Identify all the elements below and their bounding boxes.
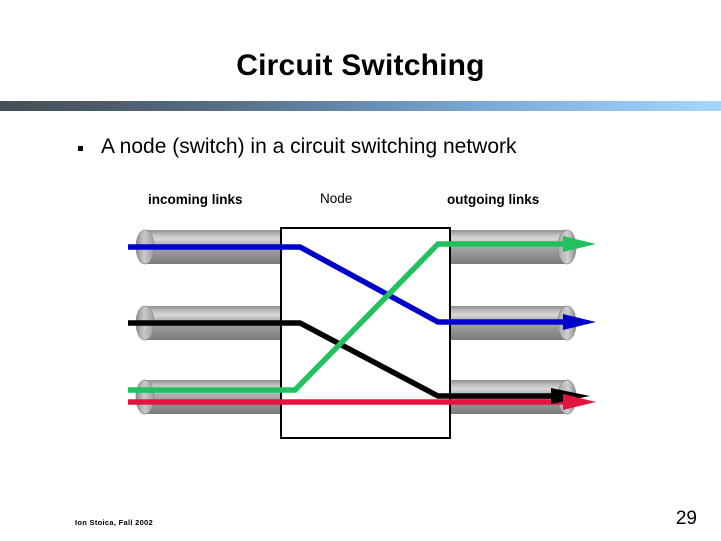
circuit-green [128, 241, 567, 393]
square-bullet-icon [78, 146, 83, 151]
page-number: 29 [675, 508, 697, 529]
page-title: Circuit Switching [236, 49, 485, 82]
label-outgoing-links: outgoing links [447, 192, 540, 207]
footer-credit: Ion Stoica, Fall 2002 [75, 518, 153, 527]
arrowhead-green [563, 236, 596, 252]
bullet-item: A node (switch) in a circuit switching n… [78, 134, 678, 160]
arrowhead-red [563, 394, 596, 410]
arrowhead-blue [563, 314, 596, 330]
circuit-black [128, 320, 567, 399]
label-node: Node [320, 191, 353, 206]
label-incoming-links: incoming links [148, 192, 243, 207]
bullet-item-label: A node (switch) in a circuit switching n… [101, 135, 517, 158]
outgoing-link-1 [447, 229, 577, 265]
title-accent-bar [0, 101, 721, 111]
circuit-blue [128, 244, 567, 325]
incoming-link-3 [135, 379, 285, 415]
